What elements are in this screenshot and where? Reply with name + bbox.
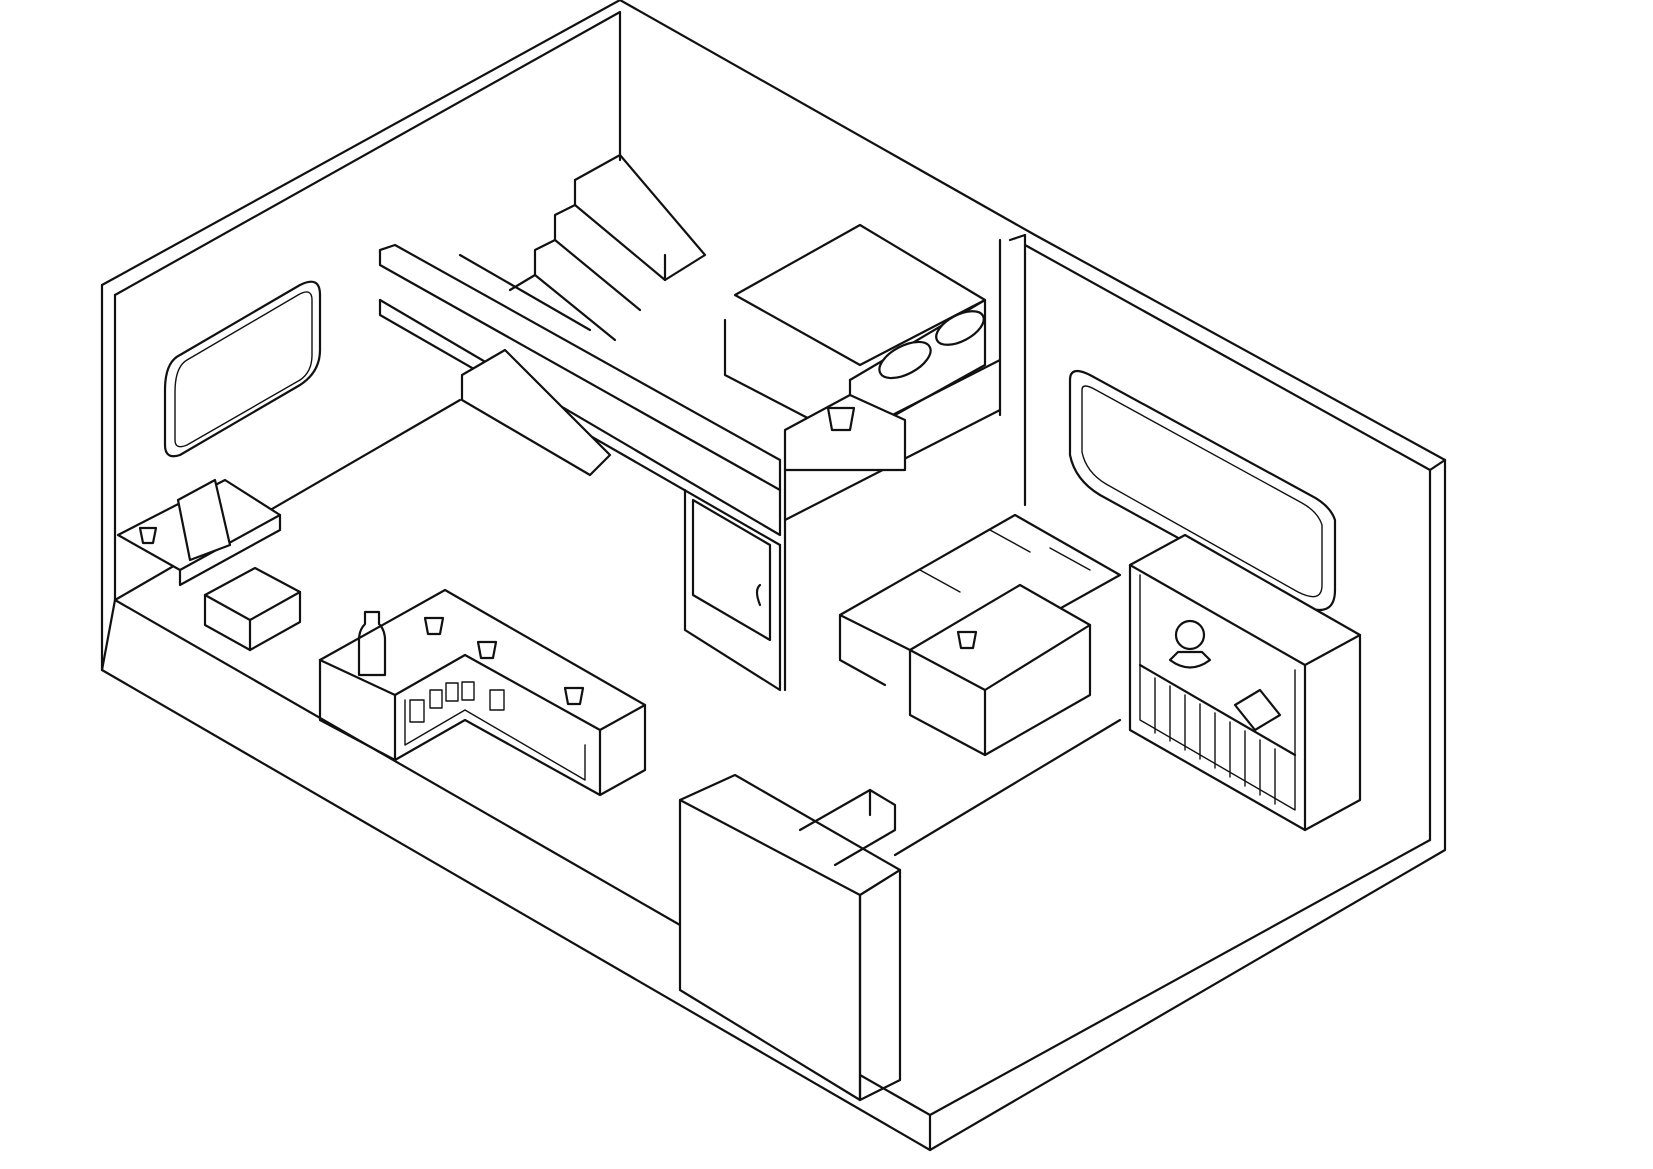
cushion-divider-3 — [1049, 547, 1091, 571]
globe-stand — [1168, 650, 1212, 669]
bookcase-shelf — [1138, 663, 1297, 757]
low-step — [798, 788, 897, 867]
partition-front-face — [678, 773, 902, 1102]
counter-open-shelf — [393, 718, 602, 797]
floor-front-right — [858, 838, 1432, 1117]
bed-base-side — [848, 298, 987, 442]
stairs — [458, 153, 707, 342]
coffee-table — [908, 583, 1092, 757]
floor-front-left — [113, 598, 682, 927]
cabinet-door — [691, 498, 772, 642]
loft-underside — [378, 298, 782, 547]
stair-step-5 — [533, 273, 617, 342]
desk-cup — [138, 526, 158, 545]
loft-beam — [460, 348, 612, 477]
left-window — [163, 280, 322, 458]
loft-cup — [826, 406, 856, 432]
cabinet-body — [683, 488, 782, 692]
counter-front — [318, 658, 397, 762]
bookcase-top — [1128, 533, 1362, 667]
right-window-inner — [1081, 385, 1323, 598]
bench-front — [838, 613, 887, 687]
table-cup — [956, 630, 978, 650]
stair-base — [458, 253, 592, 332]
kitchen-counter — [318, 588, 647, 797]
floor-line-to-wall — [893, 718, 1122, 857]
stair-step-4 — [553, 238, 642, 312]
desk-shelf-edge — [178, 513, 282, 587]
loft-floor-edge — [378, 298, 782, 537]
books — [1154, 677, 1276, 805]
loft-nightstand — [783, 393, 907, 472]
bookcase-frame-inner — [1139, 574, 1296, 811]
counter-shelf-inner — [404, 699, 586, 781]
front-partition — [678, 718, 1122, 1102]
back-left-wall-top — [100, 0, 1447, 462]
partition-wall-edge — [1008, 233, 1027, 242]
bookcase-front — [1128, 563, 1307, 832]
right-wall-cap — [1428, 458, 1447, 472]
pillow-2 — [935, 310, 985, 346]
stair-step-2 — [508, 178, 577, 292]
cup-1 — [423, 616, 445, 636]
left-window-frame — [163, 280, 322, 458]
picture-frame — [1233, 688, 1282, 732]
cabinet — [683, 488, 782, 692]
wall-base-left — [100, 598, 117, 672]
globe — [1174, 619, 1206, 651]
cup-3 — [563, 686, 585, 706]
bookcase — [1128, 533, 1362, 832]
left-window-inner — [174, 291, 313, 448]
cushion-divider-2 — [989, 529, 1031, 553]
cup-2 — [476, 640, 498, 660]
stool-top — [203, 566, 302, 622]
loft-railing — [378, 243, 782, 492]
cabinet-handle — [755, 583, 762, 607]
shelf-cups — [409, 681, 505, 723]
stair-step-3 — [573, 203, 667, 282]
desk-area — [116, 478, 302, 652]
bottle — [357, 610, 387, 677]
right-wall-inner — [1023, 243, 1432, 842]
back-left-wall-inner — [113, 10, 622, 297]
right-window — [1068, 369, 1337, 612]
left-floor-edge — [113, 398, 462, 602]
right-window-frame — [1068, 369, 1337, 612]
counter-right — [598, 703, 647, 797]
partition-side — [858, 868, 902, 1102]
laptop — [176, 478, 232, 562]
bookcase-side — [1303, 633, 1362, 832]
pillow-1 — [878, 340, 932, 380]
loft-bed — [723, 223, 987, 472]
cushion-divider-1 — [919, 569, 961, 593]
stair-step-1 — [573, 153, 707, 282]
